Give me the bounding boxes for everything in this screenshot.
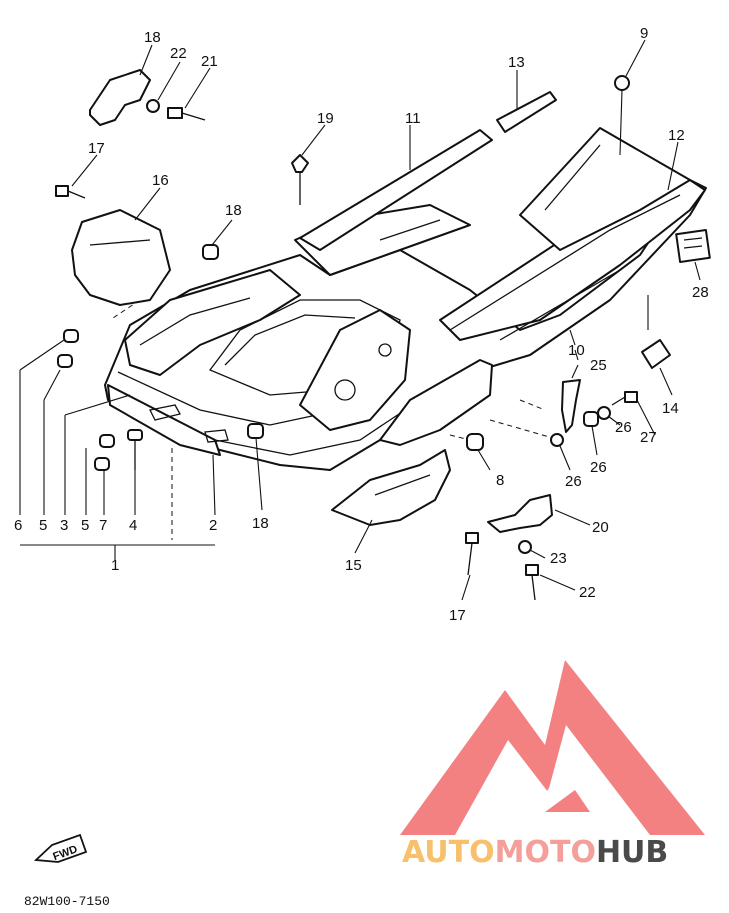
callout-17: 17 [88,140,105,157]
part-13-strip [496,91,557,133]
part-24-bracket [561,379,581,433]
callout-18: 18 [225,202,242,219]
part-4-screw [127,429,143,470]
callout-23-lower: 23 [550,550,567,567]
part-15-cover [331,449,451,526]
part-5-grommet-lower [99,434,115,448]
callout-5-left: 5 [39,517,47,534]
part-6-grommet [63,329,79,343]
callout-25: 26 [590,459,607,476]
callout-1: 1 [111,557,119,574]
part-17-bolt [55,185,86,199]
callout-14: 14 [662,400,679,417]
callout-8: 8 [496,472,504,489]
brand-part-moto: MOTO [495,835,596,870]
callout-22-lower: 22 [579,584,596,601]
part-9-cap [614,75,630,91]
part-28-reflector [675,229,711,263]
callout-17-lower: 17 [449,607,466,624]
callout-10: 10 [568,342,585,359]
leader-lines [19,39,701,601]
callout-2: 2 [209,517,217,534]
frame-assembly [104,127,707,540]
callout-7: 7 [99,517,107,534]
brand-part-hub: HUB [596,835,668,870]
part-26-washer-a [550,433,564,447]
callout-19: 19 [317,110,334,127]
callout-labels: 18 22 21 17 16 18 19 11 13 9 12 28 14 10… [14,25,709,624]
callout-16: 16 [152,172,169,189]
callout-24: 25 [590,357,607,374]
callout-27: 27 [640,429,657,446]
brand-part-auto: AUTO [402,835,495,870]
callout-20: 20 [592,519,609,536]
part-17-bolt-lower [465,532,479,576]
logo-mountain-icon [400,660,705,835]
callout-4: 4 [129,517,137,534]
callout-12: 12 [668,127,685,144]
part-27-bolt [611,391,638,406]
part-8-grommet [466,433,484,451]
part-23-washer [146,99,160,113]
part-19-clip [291,154,309,205]
fwd-arrow-icon: FWD [33,833,88,863]
callout-23: 22 [170,45,187,62]
part-22-bolt-lower [525,564,539,601]
part-18-grommet-top [202,244,219,260]
part-21-bracket [89,69,151,126]
watermark-logo [400,660,705,835]
callout-26-left: 26 [565,473,582,490]
part-20-bracket [487,494,553,533]
part-23-washer-lower [518,540,532,554]
callout-18-lower: 18 [252,515,269,532]
part-18-grommet-bottom [247,423,264,439]
callout-5-right: 5 [81,517,89,534]
part-11-strip [299,129,493,251]
part-26-washer-b [597,406,611,420]
callout-3: 3 [60,517,68,534]
callout-11: 11 [405,110,421,127]
part-7-grommet [94,457,110,471]
callout-9: 9 [640,25,648,42]
callout-6: 6 [14,517,22,534]
part-22-bolt [167,107,206,121]
callout-26-right: 26 [615,419,632,436]
callout-13: 13 [508,54,525,71]
part-5-grommet [57,354,73,368]
part-14-label [641,339,671,369]
diagram-code: 82W100-7150 [24,894,110,909]
callout-15: 15 [345,557,362,574]
part-16-cover [71,209,171,306]
callout-28: 28 [692,284,709,301]
callout-21: 18 [144,29,161,46]
watermark-brand: AUTOMOTOHUB [402,835,668,870]
callout-22: 21 [201,53,218,70]
part-25-collar [583,411,599,427]
